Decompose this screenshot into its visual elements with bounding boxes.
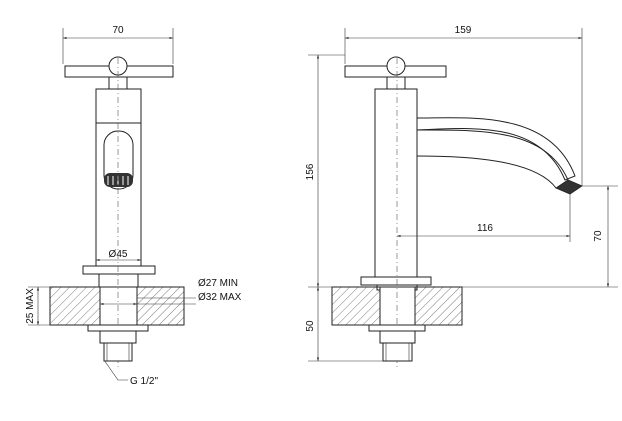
thread-leader: [103, 359, 128, 381]
side-deck-right: [414, 286, 463, 326]
side-base-flange: [360, 276, 432, 286]
front-view: 70 Ø45 Ø27 MIN Ø32 MAX: [25, 25, 242, 387]
front-nut: [99, 330, 137, 344]
side-view: 159 156 50: [305, 25, 618, 370]
side-handle-cap: [386, 56, 406, 76]
front-washer: [87, 324, 149, 332]
total-height-label: 156: [305, 163, 316, 180]
below-deck-label: 50: [305, 320, 316, 332]
front-deck-left: [49, 286, 101, 326]
side-body: [374, 88, 418, 278]
side-nut: [379, 330, 416, 344]
thread-label: G 1/2": [130, 376, 158, 387]
side-width-label: 159: [455, 25, 472, 36]
spout-reach-label: 116: [477, 223, 493, 234]
front-width-label: 70: [112, 25, 124, 36]
deck-thickness-label: 25 MAX: [25, 288, 36, 324]
side-spout-top: [416, 129, 569, 181]
side-handle-stem: [386, 76, 406, 90]
spout-height-label: 70: [593, 230, 604, 242]
front-base-collar: [98, 273, 139, 288]
hole-max-label: Ø32 MAX: [198, 292, 242, 303]
front-deck-hole: [99, 286, 138, 326]
side-deck-left: [331, 286, 381, 326]
side-aerator: [555, 179, 583, 195]
side-spout-bottom: [416, 155, 557, 189]
front-shank: [103, 342, 133, 362]
side-washer: [368, 324, 426, 332]
side-spout-shadow: [416, 117, 576, 181]
front-body-upper: [95, 88, 142, 124]
hole-min-label: Ø27 MIN: [198, 278, 238, 289]
front-deck-right: [136, 286, 185, 326]
side-shank: [382, 342, 413, 362]
side-deck-hole: [379, 286, 416, 326]
front-base-flange: [82, 265, 156, 275]
